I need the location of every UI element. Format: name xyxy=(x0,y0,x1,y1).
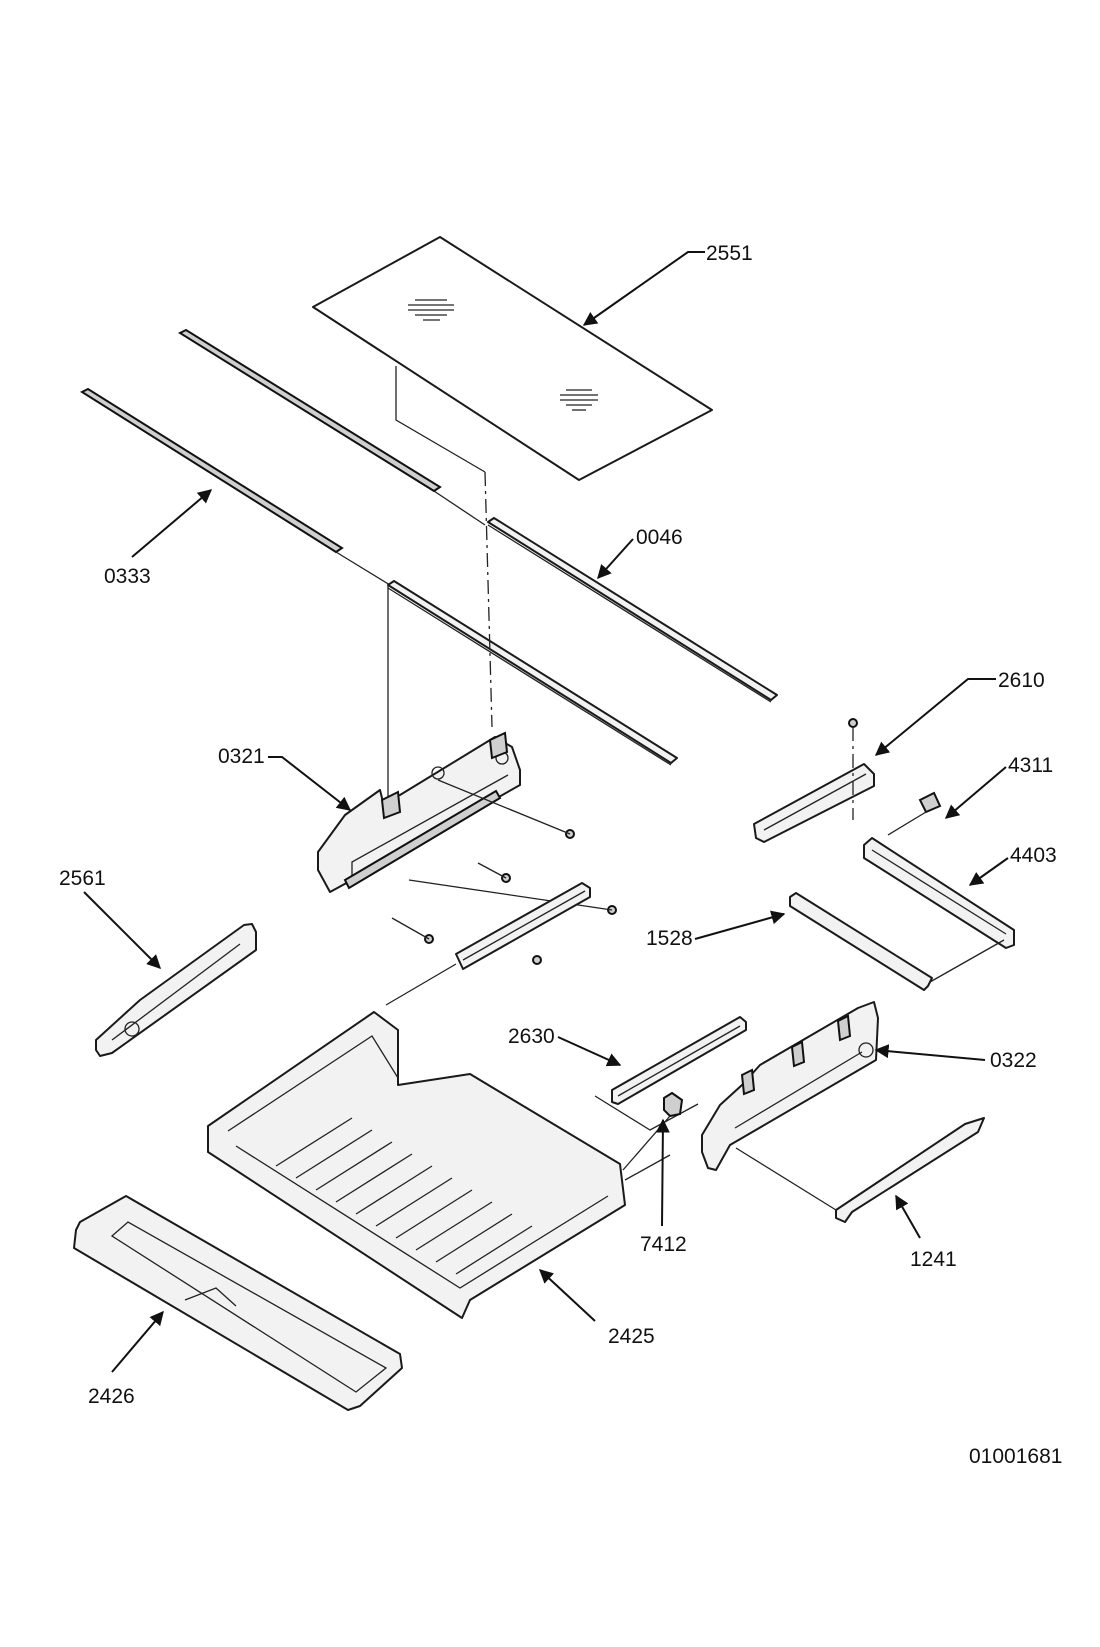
callout-1528: 1528 xyxy=(646,927,693,950)
left-support-bracket-0321 xyxy=(317,731,521,893)
left-trim-cover-2561 xyxy=(95,923,257,1057)
shelf-rail-0333 xyxy=(79,328,486,586)
crisper-drawer-2425 xyxy=(207,963,671,1319)
right-drawer-slide-1528 xyxy=(789,892,1005,991)
callout-0322: 0322 xyxy=(990,1049,1037,1072)
callout-2426: 2426 xyxy=(88,1385,135,1408)
glass-shelf-2551 xyxy=(312,236,713,481)
shelf-trim-0046 xyxy=(387,517,778,766)
drawer-slide-2630 xyxy=(594,1016,747,1131)
rail-bracket-4403 xyxy=(863,837,1015,949)
callout-0333: 0333 xyxy=(104,565,151,588)
drawing-number: 01001681 xyxy=(969,1445,1062,1468)
callout-1241: 1241 xyxy=(910,1248,957,1271)
callout-2551: 2551 xyxy=(706,242,753,265)
drawer-front-2426 xyxy=(73,1195,403,1411)
screw-hardware xyxy=(424,718,858,965)
callout-0321: 0321 xyxy=(218,745,265,768)
callout-2630: 2630 xyxy=(508,1025,555,1048)
clip-4311 xyxy=(887,791,942,836)
callout-7412: 7412 xyxy=(640,1233,687,1256)
callout-0046: 0046 xyxy=(636,526,683,549)
callout-4403: 4403 xyxy=(1010,844,1057,867)
arm-1241 xyxy=(735,1117,985,1223)
callout-2561: 2561 xyxy=(59,867,106,890)
callout-2425: 2425 xyxy=(608,1325,655,1348)
center-support-2610 xyxy=(753,727,875,843)
left-drawer-slide xyxy=(455,882,591,970)
latch-7412 xyxy=(622,1091,684,1171)
callout-4311: 4311 xyxy=(1008,754,1053,777)
callout-leaders xyxy=(83,251,1009,1373)
right-support-bracket-0322 xyxy=(701,1001,879,1171)
callout-2610: 2610 xyxy=(998,669,1045,692)
